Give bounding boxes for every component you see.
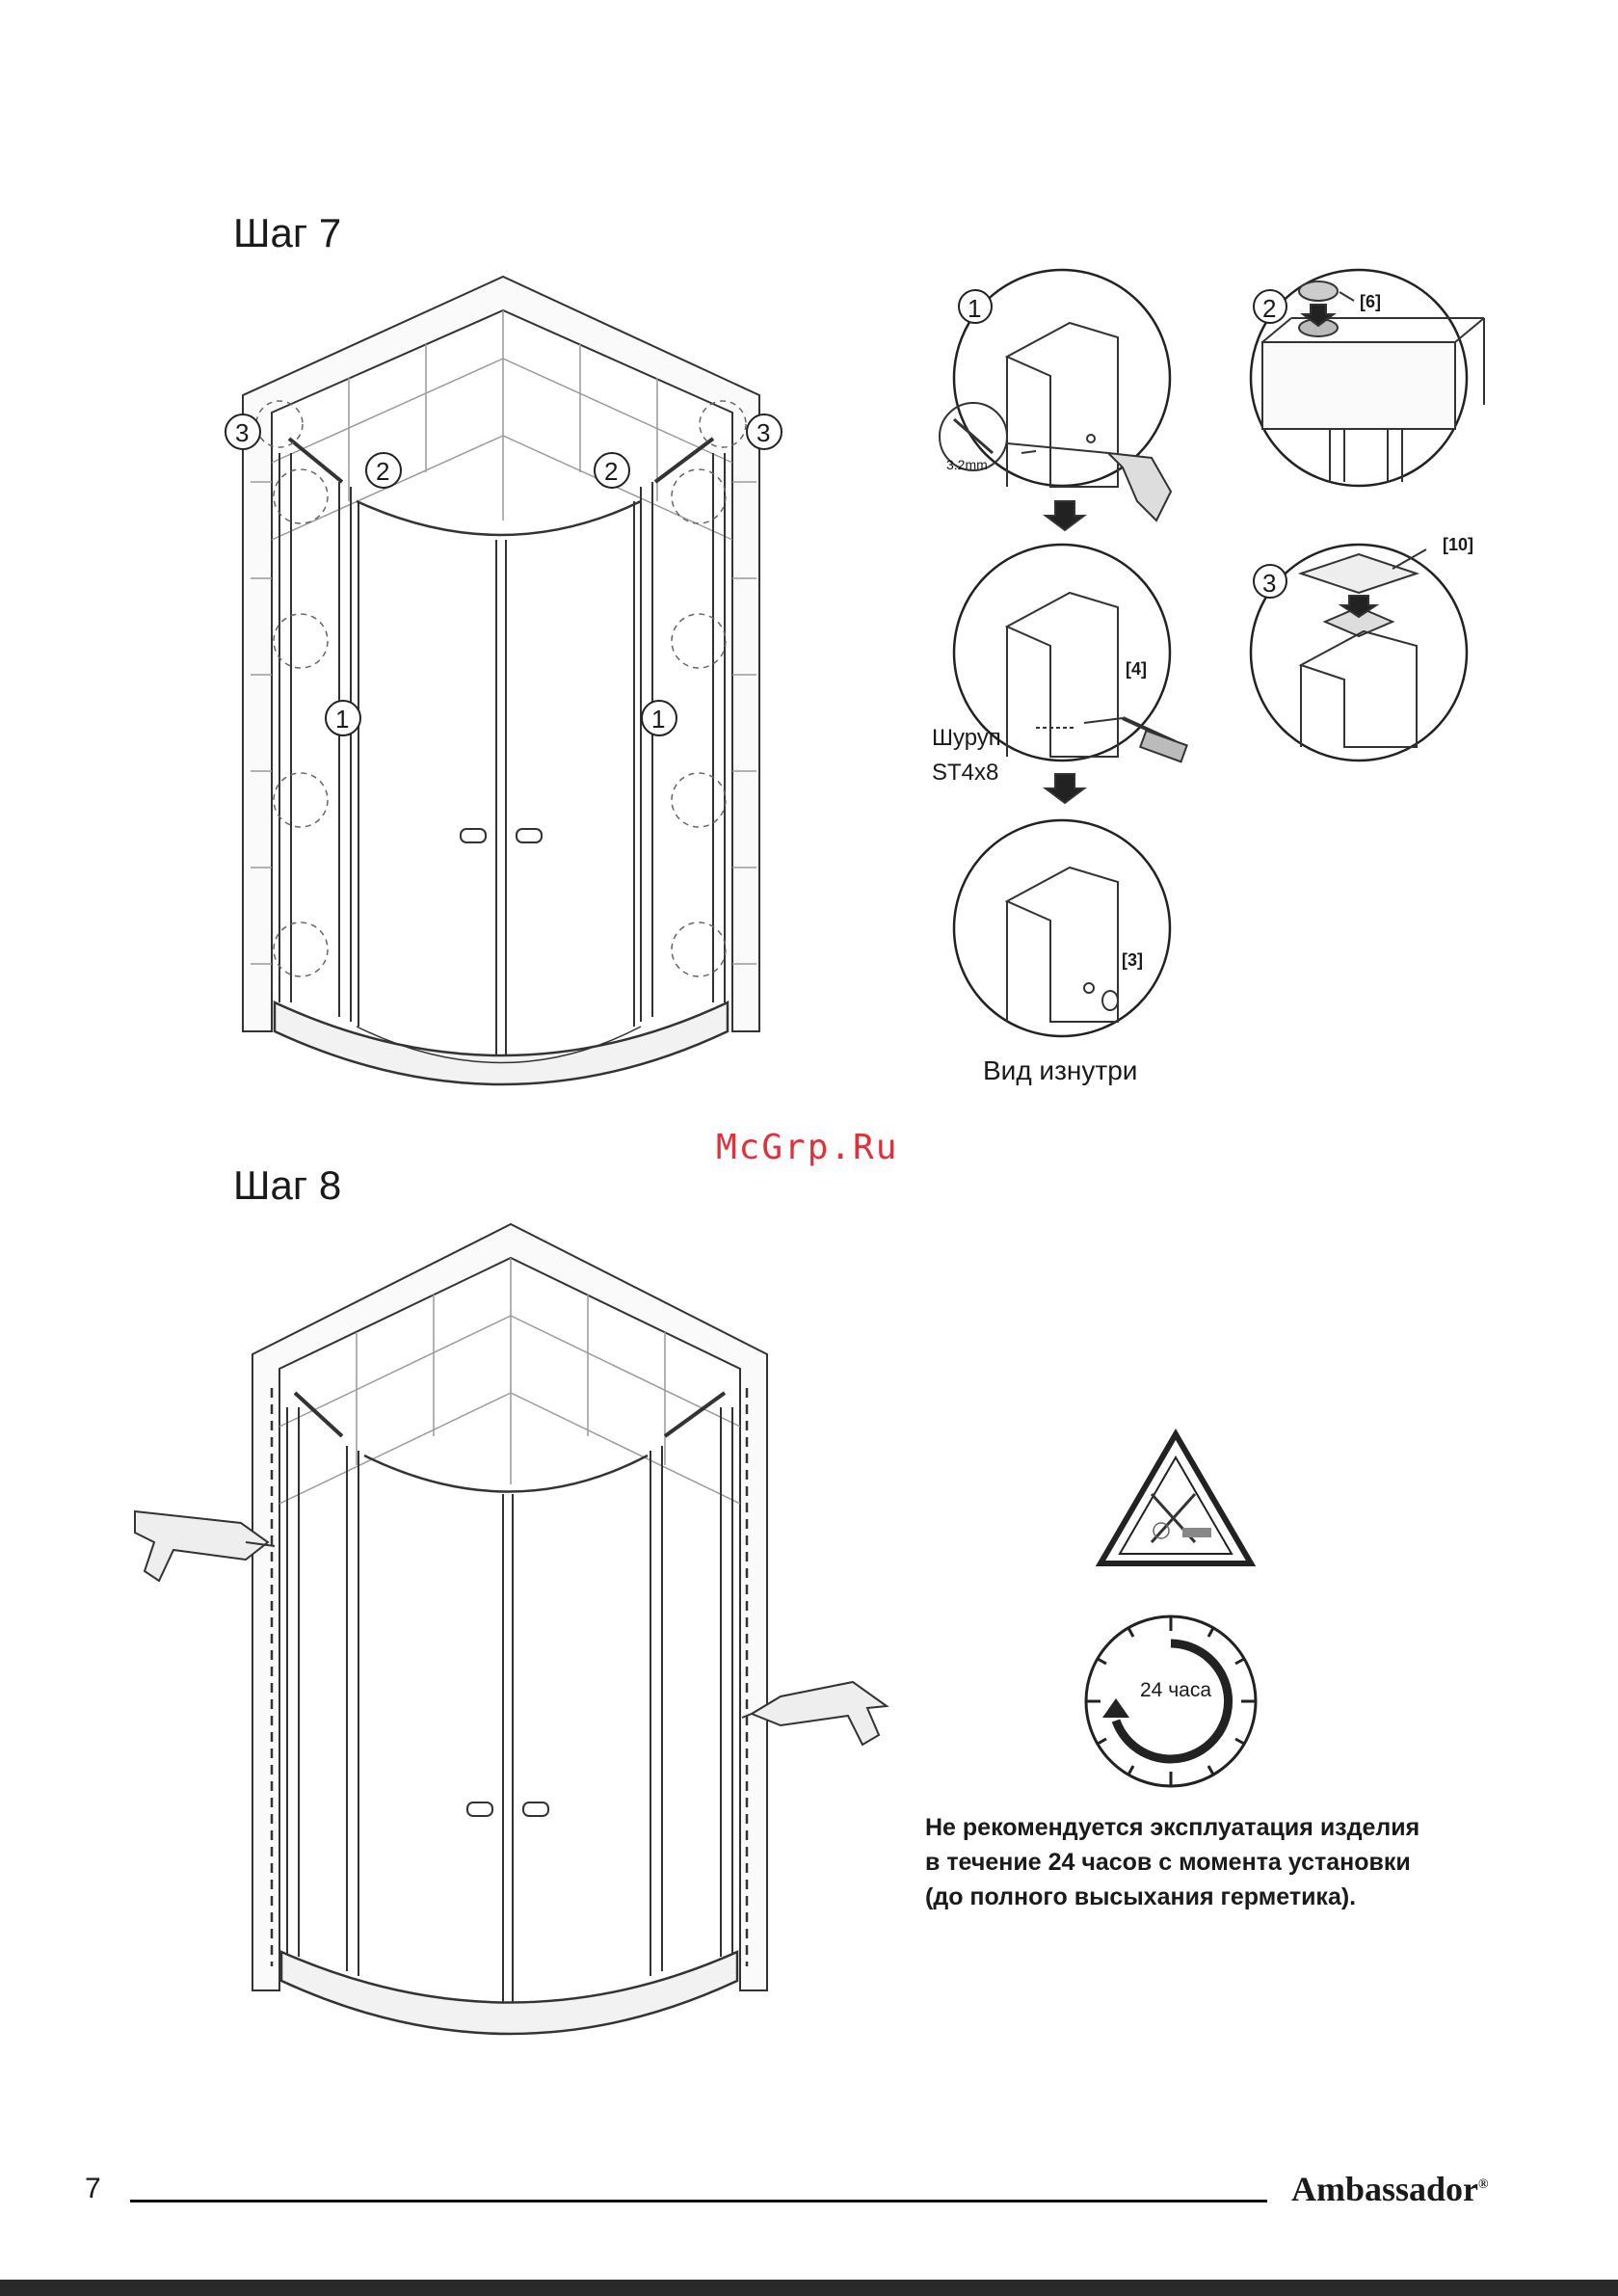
page-bottom-bar — [0, 2280, 1618, 2296]
warning-line-1: Не рекомендуется эксплуатация изделия — [925, 1810, 1419, 1845]
warning-line-3: (до полного высыхания герметика). — [925, 1880, 1419, 1914]
warning-no-cleaning-icon — [1094, 1427, 1258, 1571]
page-number: 7 — [85, 2173, 101, 2205]
warning-line-2: в течение 24 часов с момента установки — [925, 1845, 1419, 1880]
brand-logo: Ambassador® — [1291, 2169, 1489, 2209]
brand-name: Ambassador — [1291, 2170, 1478, 2208]
brand-registered-mark: ® — [1478, 2177, 1488, 2192]
footer-rule — [130, 2200, 1267, 2203]
curing-warning: Не рекомендуется эксплуатация изделия в … — [925, 1810, 1419, 1914]
timer-label: 24 часа — [1140, 1679, 1211, 1702]
